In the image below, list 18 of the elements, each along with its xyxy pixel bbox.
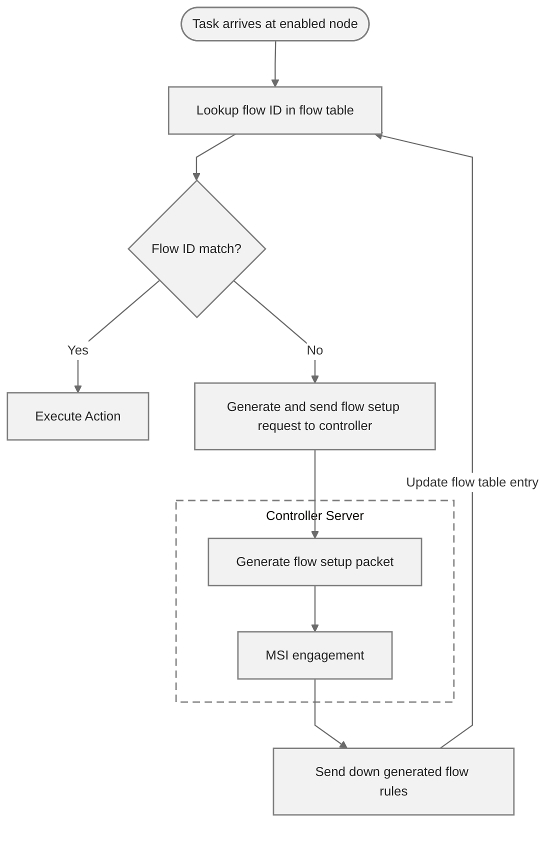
arrow <box>192 134 236 181</box>
node-box: Generate flow setup packet <box>208 538 422 586</box>
node-box: Lookup flow ID in flow table <box>168 86 382 135</box>
node-box: Generate and send flow setup request to controller <box>194 382 436 450</box>
arrow <box>233 280 320 384</box>
edge-label: Update flow table entry <box>406 474 539 490</box>
arrow <box>314 678 348 749</box>
arrow <box>74 280 160 394</box>
arrow <box>310 450 320 539</box>
node-box: Send down generated flow rules <box>272 748 515 816</box>
edge-label: Yes <box>67 342 89 358</box>
arrow <box>374 132 473 749</box>
node-box: Execute Action <box>6 392 150 441</box>
arrow <box>271 41 280 88</box>
arrow <box>310 586 320 632</box>
edge-label: No <box>306 342 324 358</box>
node-diamond: Flow ID match? <box>127 179 266 318</box>
node-box: MSI engagement <box>237 631 393 680</box>
